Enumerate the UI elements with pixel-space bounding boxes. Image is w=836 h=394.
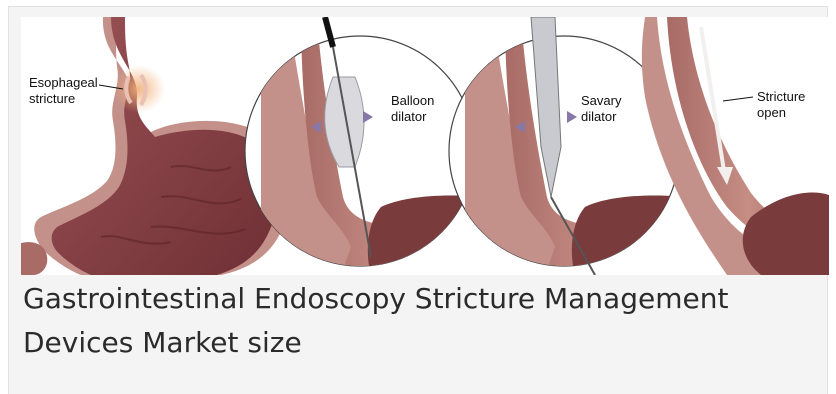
title-line-2: Devices Market size bbox=[23, 326, 302, 359]
label-esophageal-2: stricture bbox=[29, 91, 75, 106]
article-card[interactable]: Esophageal stricture Balloon dilator Sav… bbox=[8, 6, 828, 394]
label-balloon-1: Balloon bbox=[391, 93, 434, 108]
article-title[interactable]: Gastrointestinal Endoscopy Stricture Man… bbox=[23, 277, 813, 365]
label-savary-1: Savary bbox=[581, 93, 622, 108]
label-stricture-1: Stricture bbox=[757, 89, 805, 104]
label-esophageal-1: Esophageal bbox=[29, 75, 98, 90]
label-savary-2: dilator bbox=[581, 109, 617, 124]
title-line-1: Gastrointestinal Endoscopy Stricture Man… bbox=[23, 282, 728, 315]
stricture-illustration: Esophageal stricture Balloon dilator Sav… bbox=[21, 17, 829, 275]
panel-balloon bbox=[245, 17, 481, 275]
illustration-svg: Esophageal stricture Balloon dilator Sav… bbox=[21, 17, 829, 275]
label-balloon-2: dilator bbox=[391, 109, 427, 124]
panel-open bbox=[642, 17, 829, 275]
label-stricture-2: open bbox=[757, 105, 786, 120]
